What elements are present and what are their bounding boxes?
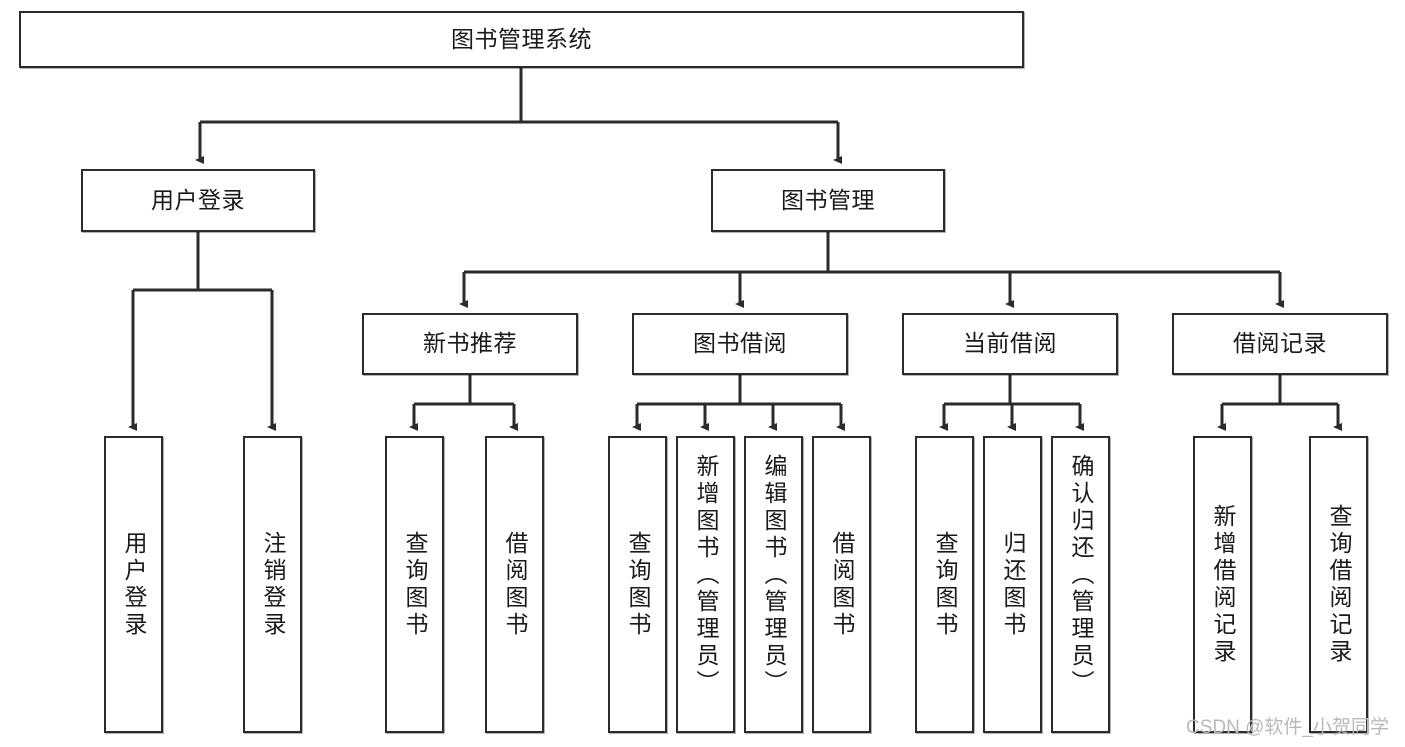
node-leaf-borrow-book-1[interactable]: 借阅图书 (485, 436, 544, 733)
node-borrow-record-label: 借阅记录 (1233, 330, 1327, 357)
node-book-manage-label: 图书管理 (781, 186, 875, 213)
node-leaf-query-record[interactable]: 查询借阅记录 (1309, 436, 1368, 733)
node-user-login-label: 用户登录 (151, 186, 245, 213)
node-leaf-borrow-book-1-label: 借阅图书 (502, 530, 528, 639)
node-leaf-query-book-3[interactable]: 查询图书 (915, 436, 974, 733)
node-leaf-query-book-2-label: 查询图书 (625, 530, 651, 639)
node-current-borrow-label: 当前借阅 (963, 330, 1057, 357)
node-current-borrow[interactable]: 当前借阅 (902, 313, 1118, 375)
node-user-login[interactable]: 用户登录 (81, 169, 315, 232)
node-leaf-borrow-book-2[interactable]: 借阅图书 (812, 436, 871, 733)
node-leaf-logout-login-label: 注销登录 (260, 530, 286, 639)
node-book-borrow-label: 图书借阅 (693, 330, 787, 357)
node-leaf-edit-book[interactable]: 编辑图书（管理员） (744, 436, 803, 733)
node-new-book-rec-label: 新书推荐 (423, 330, 517, 357)
node-leaf-query-record-label: 查询借阅记录 (1326, 503, 1352, 666)
node-leaf-edit-book-label: 编辑图书（管理员） (761, 454, 787, 697)
node-leaf-add-book-label: 新增图书（管理员） (693, 454, 719, 697)
node-leaf-query-book-1[interactable]: 查询图书 (385, 436, 444, 733)
node-leaf-user-login[interactable]: 用户登录 (104, 436, 163, 733)
node-root[interactable]: 图书管理系统 (19, 11, 1024, 68)
node-leaf-add-record-label: 新增借阅记录 (1210, 503, 1236, 666)
node-leaf-borrow-book-2-label: 借阅图书 (829, 530, 855, 639)
node-book-manage[interactable]: 图书管理 (711, 169, 945, 232)
node-leaf-logout-login[interactable]: 注销登录 (243, 436, 302, 733)
node-leaf-confirm-return-label: 确认归还（管理员） (1068, 454, 1094, 697)
node-leaf-query-book-1-label: 查询图书 (402, 530, 428, 639)
node-root-label: 图书管理系统 (451, 25, 592, 52)
node-borrow-record[interactable]: 借阅记录 (1172, 313, 1388, 375)
node-leaf-query-book-2[interactable]: 查询图书 (608, 436, 667, 733)
node-leaf-query-book-3-label: 查询图书 (932, 530, 958, 639)
node-leaf-return-book[interactable]: 归还图书 (983, 436, 1042, 733)
node-new-book-rec[interactable]: 新书推荐 (362, 313, 578, 375)
node-book-borrow[interactable]: 图书借阅 (632, 313, 848, 375)
node-leaf-add-book[interactable]: 新增图书（管理员） (676, 436, 735, 733)
node-leaf-user-login-label: 用户登录 (121, 530, 147, 639)
node-leaf-confirm-return[interactable]: 确认归还（管理员） (1051, 436, 1110, 733)
csdn-watermark: CSDN @软件_小贺同学 (1186, 717, 1389, 738)
node-leaf-return-book-label: 归还图书 (1000, 530, 1026, 639)
node-leaf-add-record[interactable]: 新增借阅记录 (1193, 436, 1252, 733)
